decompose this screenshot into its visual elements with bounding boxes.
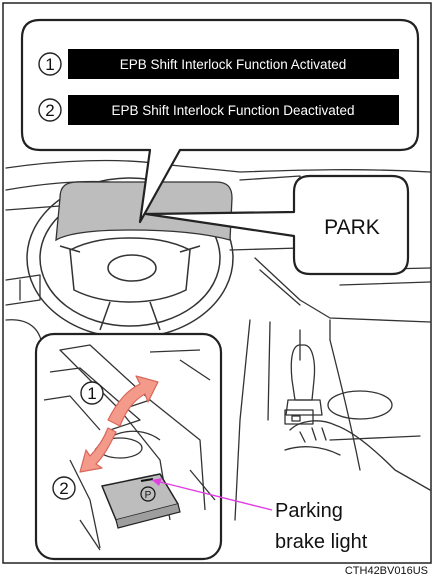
number-badge-2-label: 2 <box>45 101 54 120</box>
message-row-2: 2 EPB Shift Interlock Function Deactivat… <box>39 95 399 125</box>
park-label: PARK <box>324 216 380 239</box>
number-badge-1-label: 1 <box>45 55 54 74</box>
arrow-number-2-label: 2 <box>59 479 68 498</box>
message-row-1: 1 EPB Shift Interlock Function Activated <box>39 49 399 79</box>
arrow-number-1-label: 1 <box>87 384 96 403</box>
message-text-activated: EPB Shift Interlock Function Activated <box>120 57 347 72</box>
figure-code: CTH42BV016US <box>345 565 428 577</box>
callout-brake-light: brake light <box>275 531 368 553</box>
message-text-deactivated: EPB Shift Interlock Function Deactivated <box>111 103 354 118</box>
callout-parking: Parking <box>275 500 343 522</box>
parking-brake-p-icon-glyph: P <box>145 490 152 501</box>
parking-brake-inset: P 1 2 <box>36 334 221 559</box>
